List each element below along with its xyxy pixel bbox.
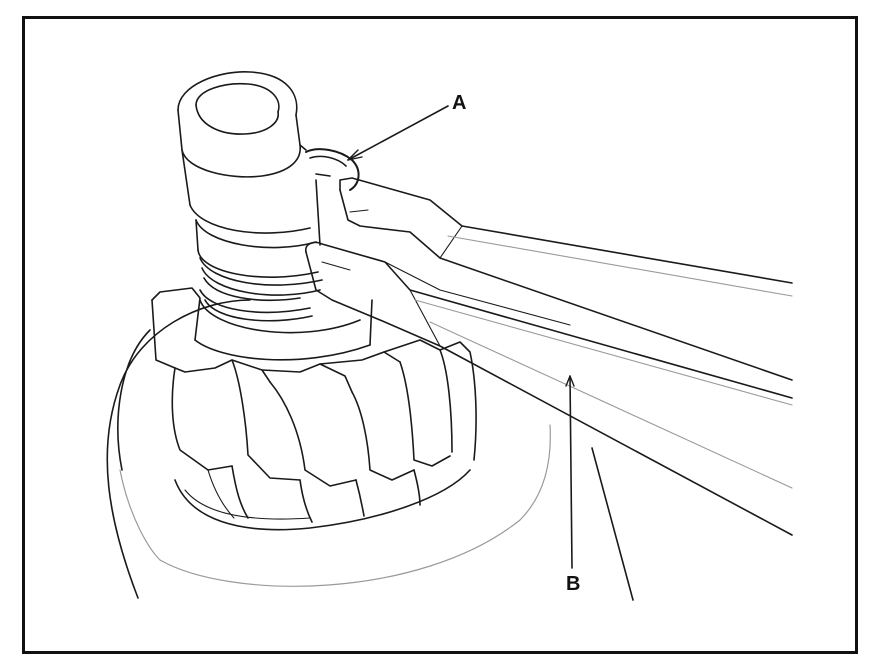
diagram-frame bbox=[22, 16, 858, 654]
callout-label-b: B bbox=[566, 573, 581, 595]
housing bbox=[106, 299, 634, 601]
snap-ring-a bbox=[305, 148, 360, 191]
pinion-gear bbox=[151, 287, 477, 523]
recess-ring bbox=[174, 469, 471, 531]
gear-collar bbox=[194, 299, 373, 361]
armature-shaft bbox=[177, 71, 321, 251]
leader-line-b bbox=[565, 375, 575, 569]
stop-ring bbox=[197, 249, 323, 322]
callout-label-a: A bbox=[452, 92, 467, 114]
pliers-upper-jaw bbox=[339, 177, 793, 381]
pliers-lower-jaw bbox=[304, 241, 793, 536]
leader-line-a bbox=[347, 105, 449, 161]
